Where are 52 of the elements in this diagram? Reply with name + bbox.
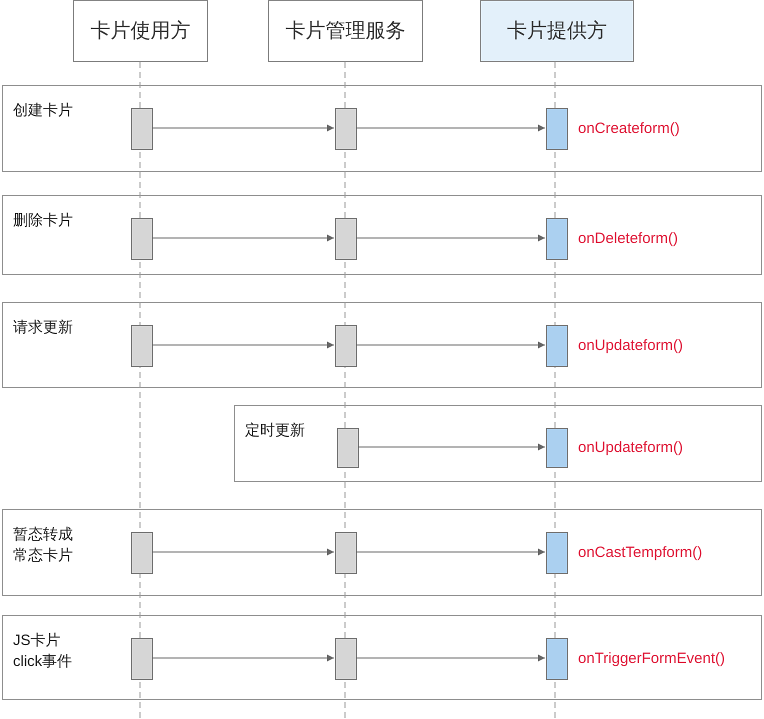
message-arrow — [356, 342, 546, 348]
participant-label: 卡片管理服务 — [286, 19, 406, 44]
fragment-label: 删除卡片 — [13, 211, 74, 231]
fragment-label: 定时更新 — [245, 421, 306, 441]
participant-label: 卡片使用方 — [90, 19, 190, 44]
fragment-frame — [2, 302, 762, 388]
fragment-frame — [2, 615, 762, 700]
fragment-label: 请求更新 — [13, 318, 74, 338]
message-arrow — [356, 548, 546, 556]
method-label: onCastTempform() — [578, 545, 702, 560]
method-label: onTriggerFormEvent() — [578, 651, 725, 666]
activation-bar — [546, 325, 568, 367]
participant-box — [480, 0, 634, 62]
activation-bar — [131, 532, 153, 574]
message-arrow — [152, 342, 334, 348]
method-label: onUpdateform() — [578, 338, 684, 353]
activation-bar — [131, 325, 153, 367]
message-arrow — [356, 654, 546, 662]
fragment-label: JS卡片 click事件 — [13, 631, 74, 672]
fragment-label: 创建卡片 — [13, 101, 74, 121]
activation-bar — [335, 325, 357, 367]
message-arrow — [356, 234, 546, 242]
participant-box — [73, 0, 208, 62]
activation-bar — [335, 108, 357, 150]
fragment-frame — [2, 85, 762, 172]
activation-bar — [546, 532, 568, 574]
activation-bar — [131, 638, 153, 680]
activation-bar — [131, 108, 153, 150]
participant-label: 卡片提供方 — [507, 19, 607, 44]
participant-box — [268, 0, 423, 62]
fragment-frame — [234, 405, 762, 482]
message-arrow — [152, 654, 334, 662]
message-arrow — [358, 444, 546, 450]
activation-bar — [131, 218, 153, 260]
activation-bar — [337, 428, 359, 468]
message-arrow — [152, 124, 334, 132]
activation-bar — [335, 218, 357, 260]
activation-bar — [546, 638, 568, 680]
message-arrow — [356, 124, 546, 132]
activation-bar — [335, 638, 357, 680]
fragment-label: 暂态转成常态卡片 — [13, 525, 74, 566]
activation-bar — [546, 218, 568, 260]
fragment-frame — [2, 509, 762, 596]
activation-bar — [335, 532, 357, 574]
message-arrow — [152, 548, 334, 556]
method-label: onCreateform() — [578, 121, 680, 136]
method-label: onDeleteform() — [578, 231, 678, 246]
message-arrow — [152, 234, 334, 242]
activation-bar — [546, 428, 568, 468]
activation-bar — [546, 108, 568, 150]
fragment-frame — [2, 195, 762, 275]
method-label: onUpdateform() — [578, 440, 684, 455]
